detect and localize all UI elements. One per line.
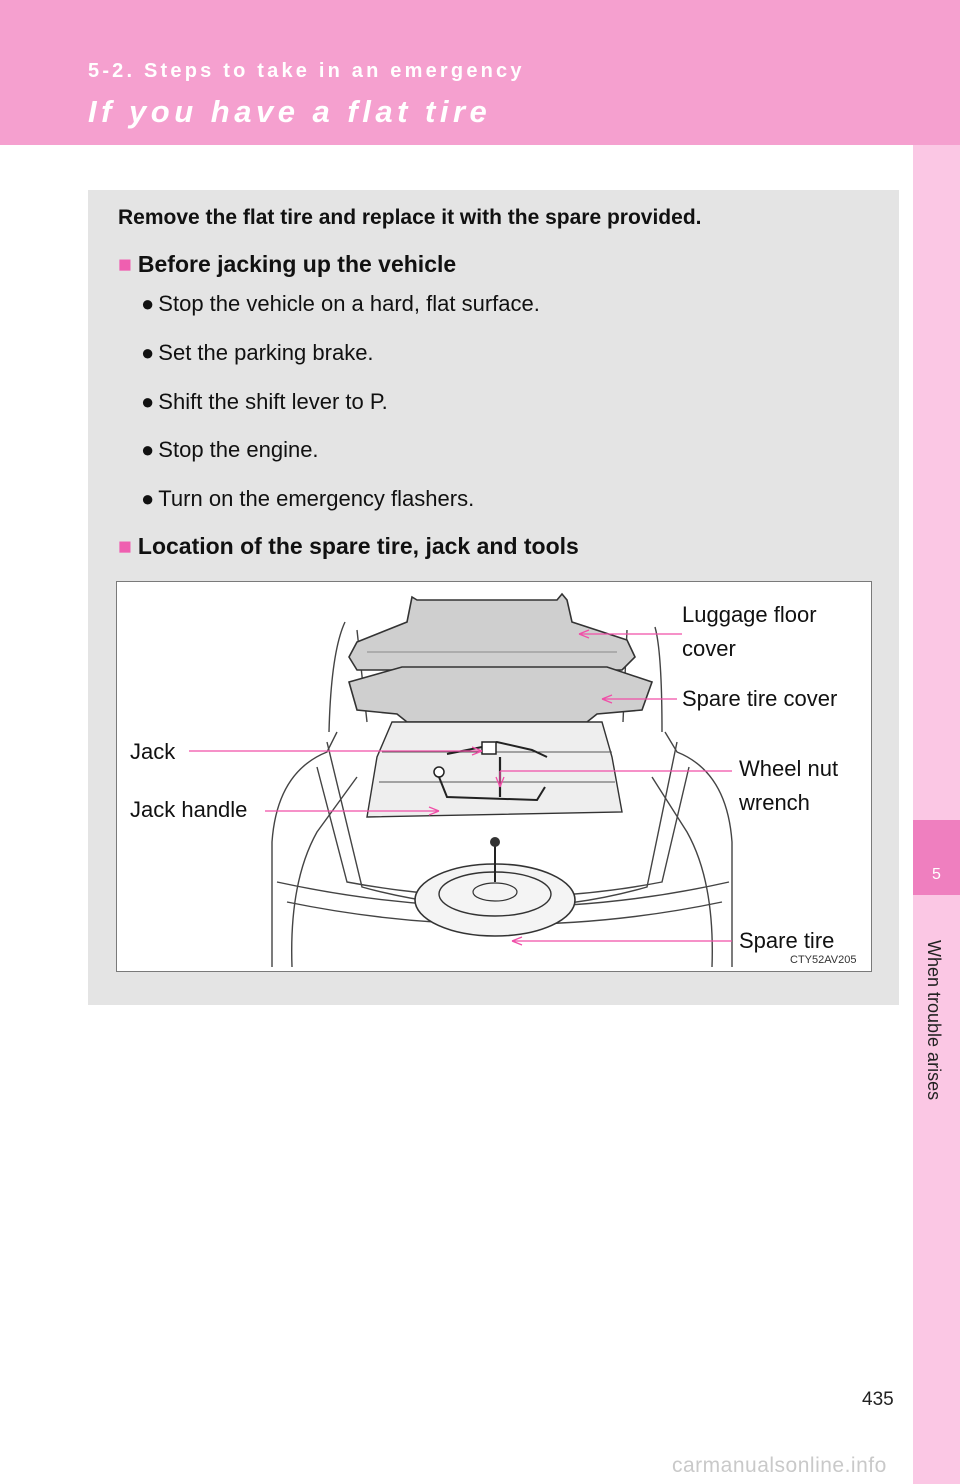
leader-lines bbox=[189, 629, 732, 946]
intro-text: Remove the flat tire and replace it with… bbox=[118, 206, 702, 229]
label-wheel-nut-wrench: Wheel nut wrench bbox=[739, 756, 839, 815]
list-item-text: Stop the vehicle on a hard, flat surface… bbox=[158, 291, 540, 316]
list-item-text: Turn on the emergency flashers. bbox=[158, 486, 475, 511]
bullet-dot-icon: ● bbox=[141, 437, 155, 462]
page-header bbox=[0, 0, 960, 145]
trunk-illustration bbox=[116, 581, 872, 972]
page-title: If you have a flat tire bbox=[88, 94, 492, 129]
figure-code: CTY52AV205 bbox=[790, 954, 857, 966]
label-spare-tire-cover: Spare tire cover bbox=[682, 686, 838, 711]
spare-tire-cover-shape bbox=[348, 666, 654, 723]
square-bullet-icon: ■ bbox=[118, 533, 132, 559]
list-item: ●Stop the engine. bbox=[141, 437, 319, 463]
page-number: 435 bbox=[862, 1389, 894, 1410]
watermark: carmanualsonline.info bbox=[672, 1454, 887, 1477]
chapter-side-strip bbox=[913, 145, 960, 1484]
chapter-name: When trouble arises bbox=[924, 940, 944, 1101]
bullet-dot-icon: ● bbox=[141, 486, 155, 511]
bullet-dot-icon: ● bbox=[141, 291, 155, 316]
car-right-side bbox=[664, 731, 733, 967]
breadcrumb: 5-2. Steps to take in an emergency bbox=[88, 60, 525, 82]
section-heading-text: Location of the spare tire, jack and too… bbox=[137, 533, 579, 559]
bullet-dot-icon: ● bbox=[141, 340, 155, 365]
section-heading-location: ■Location of the spare tire, jack and to… bbox=[118, 533, 579, 560]
list-item-text: Shift the shift lever to P. bbox=[158, 389, 388, 414]
list-item-text: Stop the engine. bbox=[158, 437, 319, 462]
label-jack: Jack bbox=[130, 739, 176, 764]
tool-tray bbox=[366, 721, 623, 818]
square-bullet-icon: ■ bbox=[118, 251, 132, 277]
bullet-dot-icon: ● bbox=[141, 389, 155, 414]
trunk-drawing bbox=[189, 592, 733, 968]
chapter-number: 5 bbox=[932, 866, 941, 883]
list-item: ●Stop the vehicle on a hard, flat surfac… bbox=[141, 291, 540, 317]
jack-handle-shape bbox=[436, 771, 546, 802]
list-item: ●Turn on the emergency flashers. bbox=[141, 486, 474, 512]
list-item: ●Set the parking brake. bbox=[141, 340, 374, 366]
list-item-text: Set the parking brake. bbox=[158, 340, 374, 365]
section-heading-before-jacking: ■Before jacking up the vehicle bbox=[118, 251, 456, 278]
luggage-floor-cover-shape bbox=[348, 592, 636, 671]
car-left-side bbox=[271, 731, 338, 967]
section-heading-text: Before jacking up the vehicle bbox=[137, 251, 457, 277]
jack-shape bbox=[446, 740, 548, 758]
label-luggage-floor-cover: Luggage floor cover bbox=[682, 602, 817, 661]
list-item: ●Shift the shift lever to P. bbox=[141, 389, 388, 415]
label-spare-tire: Spare tire bbox=[739, 928, 835, 953]
chapter-tab bbox=[913, 820, 960, 895]
label-jack-handle: Jack handle bbox=[130, 797, 248, 822]
